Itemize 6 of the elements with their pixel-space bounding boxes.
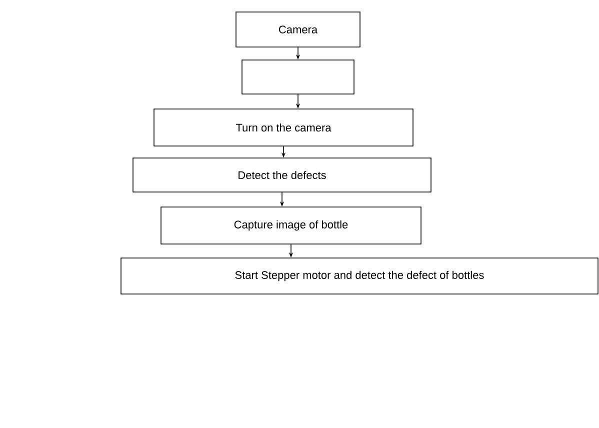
process-box: Start Stepper motor and detect the defect of bottles [120,258,598,294]
process-box: Turn on the camera [154,108,414,146]
process-box: Detect the defects [132,158,432,192]
process-box: Capture image of bottle [160,206,422,244]
process-box [242,60,354,94]
process-box: Camera [236,12,360,48]
